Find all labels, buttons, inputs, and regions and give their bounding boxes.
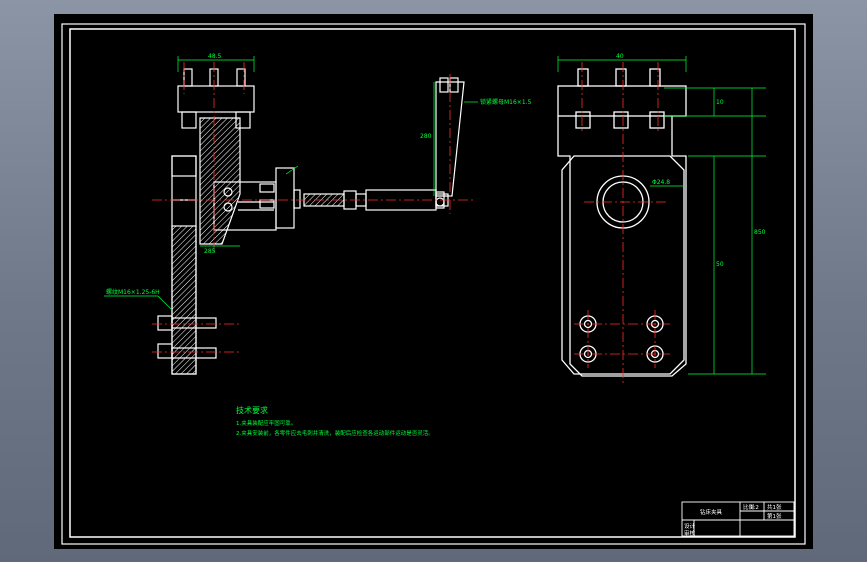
- inner-border: [69, 28, 796, 538]
- dim-left-top-width: 48.5: [208, 53, 222, 60]
- leader-left-note: 螺纹M16×1.25-6H: [106, 288, 160, 296]
- dim-arm-height: 280: [420, 133, 432, 140]
- title-checked-label: 审核: [684, 529, 696, 537]
- dim-right-side-total: 850: [754, 229, 766, 236]
- leader-arm-note: 锁紧螺母M16×1.5: [480, 98, 532, 106]
- dim-right-side-top: 10: [716, 99, 724, 106]
- title-block: 钻床夹具 比例 1:2 共1张 第1张 设计 审核: [681, 501, 795, 537]
- outer-border: [61, 23, 806, 545]
- title-sheet-label: 共1张: [767, 503, 782, 511]
- dimension-labels: 48.5 285 280 40 10 50 850 Φ24.8 螺纹M16×1.…: [106, 53, 766, 296]
- dim-right-bore: Φ24.8: [652, 179, 670, 186]
- title-drawn-label: 设计: [684, 522, 696, 530]
- dim-left-base-height: 285: [204, 248, 216, 255]
- notes-line-1: 1.夹具装配应牢固可靠。: [236, 419, 296, 427]
- notes-line-2: 2.夹具安装前，各零件应去毛刺并清洗，装配后应检查各运动部件运动是否灵活。: [236, 429, 434, 437]
- title-sheet-value: 第1张: [767, 512, 782, 520]
- dim-right-side-lower: 50: [716, 261, 724, 268]
- notes-heading: 技术要求: [236, 405, 268, 415]
- title-scale-label: 比例: [743, 503, 755, 511]
- dim-right-top-width: 40: [616, 53, 624, 60]
- sheet-background: [54, 14, 813, 549]
- dimensions: [104, 56, 766, 375]
- technical-notes: 技术要求 1.夹具装配应牢固可靠。 2.夹具安装前，各零件应去毛刺并清洗，装配后…: [236, 405, 434, 437]
- drawing-sheet: 48.5 285 280 40 10 50 850 Φ24.8 螺纹M16×1.…: [54, 14, 813, 549]
- title-drawing-name: 钻床夹具: [700, 508, 723, 516]
- title-scale-value: 1:2: [750, 505, 759, 511]
- centerlines: [152, 62, 670, 386]
- left-section-view: [157, 68, 301, 375]
